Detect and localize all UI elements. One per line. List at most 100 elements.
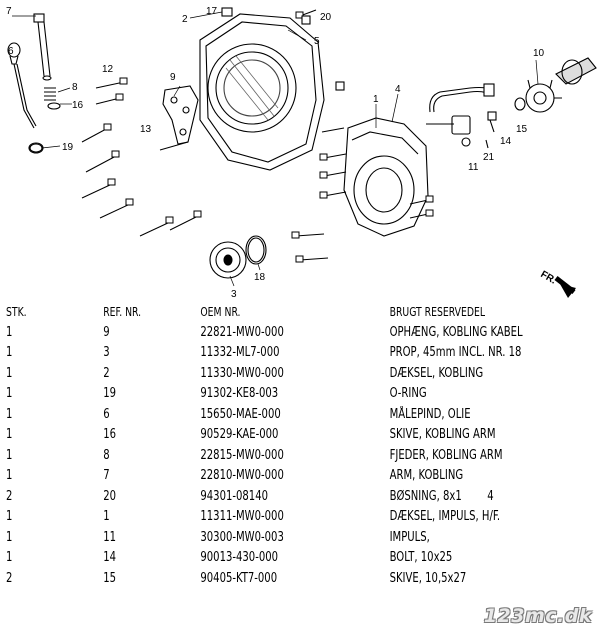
diagram-drawing: FR. 1 2 3 4 5 6 7 8 9 10 11 12 13 14 15 … [6,6,597,300]
callout-5: 5 [314,36,320,47]
cell-qty: 1 [6,386,13,401]
cell-ref: 2 [103,365,110,381]
cell-qty: 1 [6,447,13,463]
header-qty: STK. [6,305,27,319]
rotor-bolt-washer [485,97,526,149]
table-row: 1 16 90529-KAE-000 SKIVE, KOBLING ARM [0,425,516,446]
callout-numbers: 1 2 3 4 5 6 7 8 9 10 11 12 13 14 15 16 1… [6,6,545,300]
callout-4: 4 [395,84,401,95]
header-ref: REF. NR. [103,305,142,319]
cell-qty: 1 [6,529,13,545]
cell-oem: 15650-MAE-000 [200,406,281,422]
direction-label: FR. [539,269,559,287]
cell-qty: 1 [6,406,13,422]
cell-oem: 91302-KE8-003 [200,386,279,401]
cell-desc: O-RING [389,386,427,401]
header-oem: OEM NR. [200,305,241,319]
callout-17: 17 [206,6,218,17]
cell-desc: SKIVE, 10,5x27 [389,570,467,586]
callout-leaders [12,11,539,287]
cell-qty: 2 [6,488,13,504]
cell-qty: 1 [6,468,13,483]
cell-oem: 90405-KT7-000 [200,570,278,586]
bushings-20 [301,15,345,91]
bolts-12 [81,9,434,263]
plug-o-ring-part [245,235,267,265]
callout-2: 2 [182,14,188,25]
cell-ref: 6 [103,406,110,422]
cell-qty: 1 [6,324,13,340]
cell-oem: 22810-MW0-000 [200,468,284,483]
cell-desc: FJEDER, KOBLING ARM [389,447,503,463]
cell-ref: 9 [103,324,110,340]
site-watermark: 123mc.dk [483,605,592,627]
cell-ref: 11 [103,529,117,545]
callout-20: 20 [320,12,332,23]
cell-desc: SKIVE, KOBLING ARM [389,427,496,442]
cell-oem: 11311-MW0-000 [200,509,284,524]
callout-8: 8 [72,82,78,93]
clutch-cable-bracket [162,85,199,145]
table-row: 1 19 91302-KE8-003 O-RING [0,384,516,405]
callout-11: 11 [468,162,479,173]
cell-desc: BØSNING, 8x1 4 [389,488,494,504]
callout-15: 15 [516,124,528,135]
cell-ref: 15 [103,570,117,586]
cell-desc: IMPULS, [389,529,430,545]
cell-desc: DÆKSEL, IMPULS, H/F. [389,509,501,524]
pulse-cover-part [343,117,429,237]
cell-oem: 90013-430-000 [200,550,279,565]
callout-18: 18 [254,272,266,283]
cell-ref: 3 [103,345,110,360]
plug-part [209,241,247,279]
cell-qty: 1 [6,509,13,524]
table-row: 1 7 22810-MW0-000 ARM, KOBLING [0,466,516,487]
cell-desc: MÅLEPIND, OLIE [389,406,471,422]
cell-oem: 30300-MW0-003 [200,529,284,545]
cell-ref: 8 [103,447,110,463]
callout-21: 21 [483,152,495,163]
top-bushing-part [221,7,233,17]
crankshaft-end [555,57,597,85]
callout-3: 3 [231,289,237,300]
cell-desc: OPHÆNG, KOBLING KABEL [389,324,523,340]
callout-1: 1 [373,94,379,105]
cell-oem: 94301-08140 [200,488,268,504]
cell-qty: 1 [6,345,13,360]
cell-oem: 90529-KAE-000 [200,427,279,442]
callout-12: 12 [102,64,114,75]
cell-desc: DÆKSEL, KOBLING [389,365,484,381]
cell-ref: 14 [103,550,117,565]
table-row: 1 6 15650-MAE-000 MÅLEPIND, OLIE [0,405,516,426]
spring-washer-parts [44,87,61,110]
table-row: 2 15 90405-KT7-000 SKIVE, 10,5x27 [0,569,516,590]
front-direction-arrow: FR. [539,269,576,298]
callout-16: 16 [72,100,84,111]
table-row: 1 9 22821-MW0-000 OPHÆNG, KOBLING KABEL [0,323,523,344]
callout-13: 13 [140,124,152,135]
cell-ref: 16 [103,427,117,442]
callout-7: 7 [6,6,12,17]
cell-qty: 1 [6,365,13,381]
pulse-rotor-part [525,79,562,113]
callout-14: 14 [500,136,512,147]
cell-desc: ARM, KOBLING [389,468,464,483]
cell-ref: 20 [103,488,117,504]
cell-qty: 2 [6,570,13,586]
table-header: STK. REF. NR. OEM NR. BRUGT RESERVEDEL [0,302,516,323]
cell-desc: PROP, 45mm INCL. NR. 18 [389,345,522,360]
clutch-cover-part [199,13,325,171]
cell-oem: 22821-MW0-000 [200,324,284,340]
cell-qty: 1 [6,427,13,442]
cell-ref: 7 [103,468,110,483]
cell-ref: 19 [103,386,117,401]
callout-6: 6 [8,46,14,57]
pulse-generator-part [426,83,495,147]
exploded-parts-diagram: FR. 1 2 3 4 5 6 7 8 9 10 11 12 13 14 15 … [0,0,600,300]
